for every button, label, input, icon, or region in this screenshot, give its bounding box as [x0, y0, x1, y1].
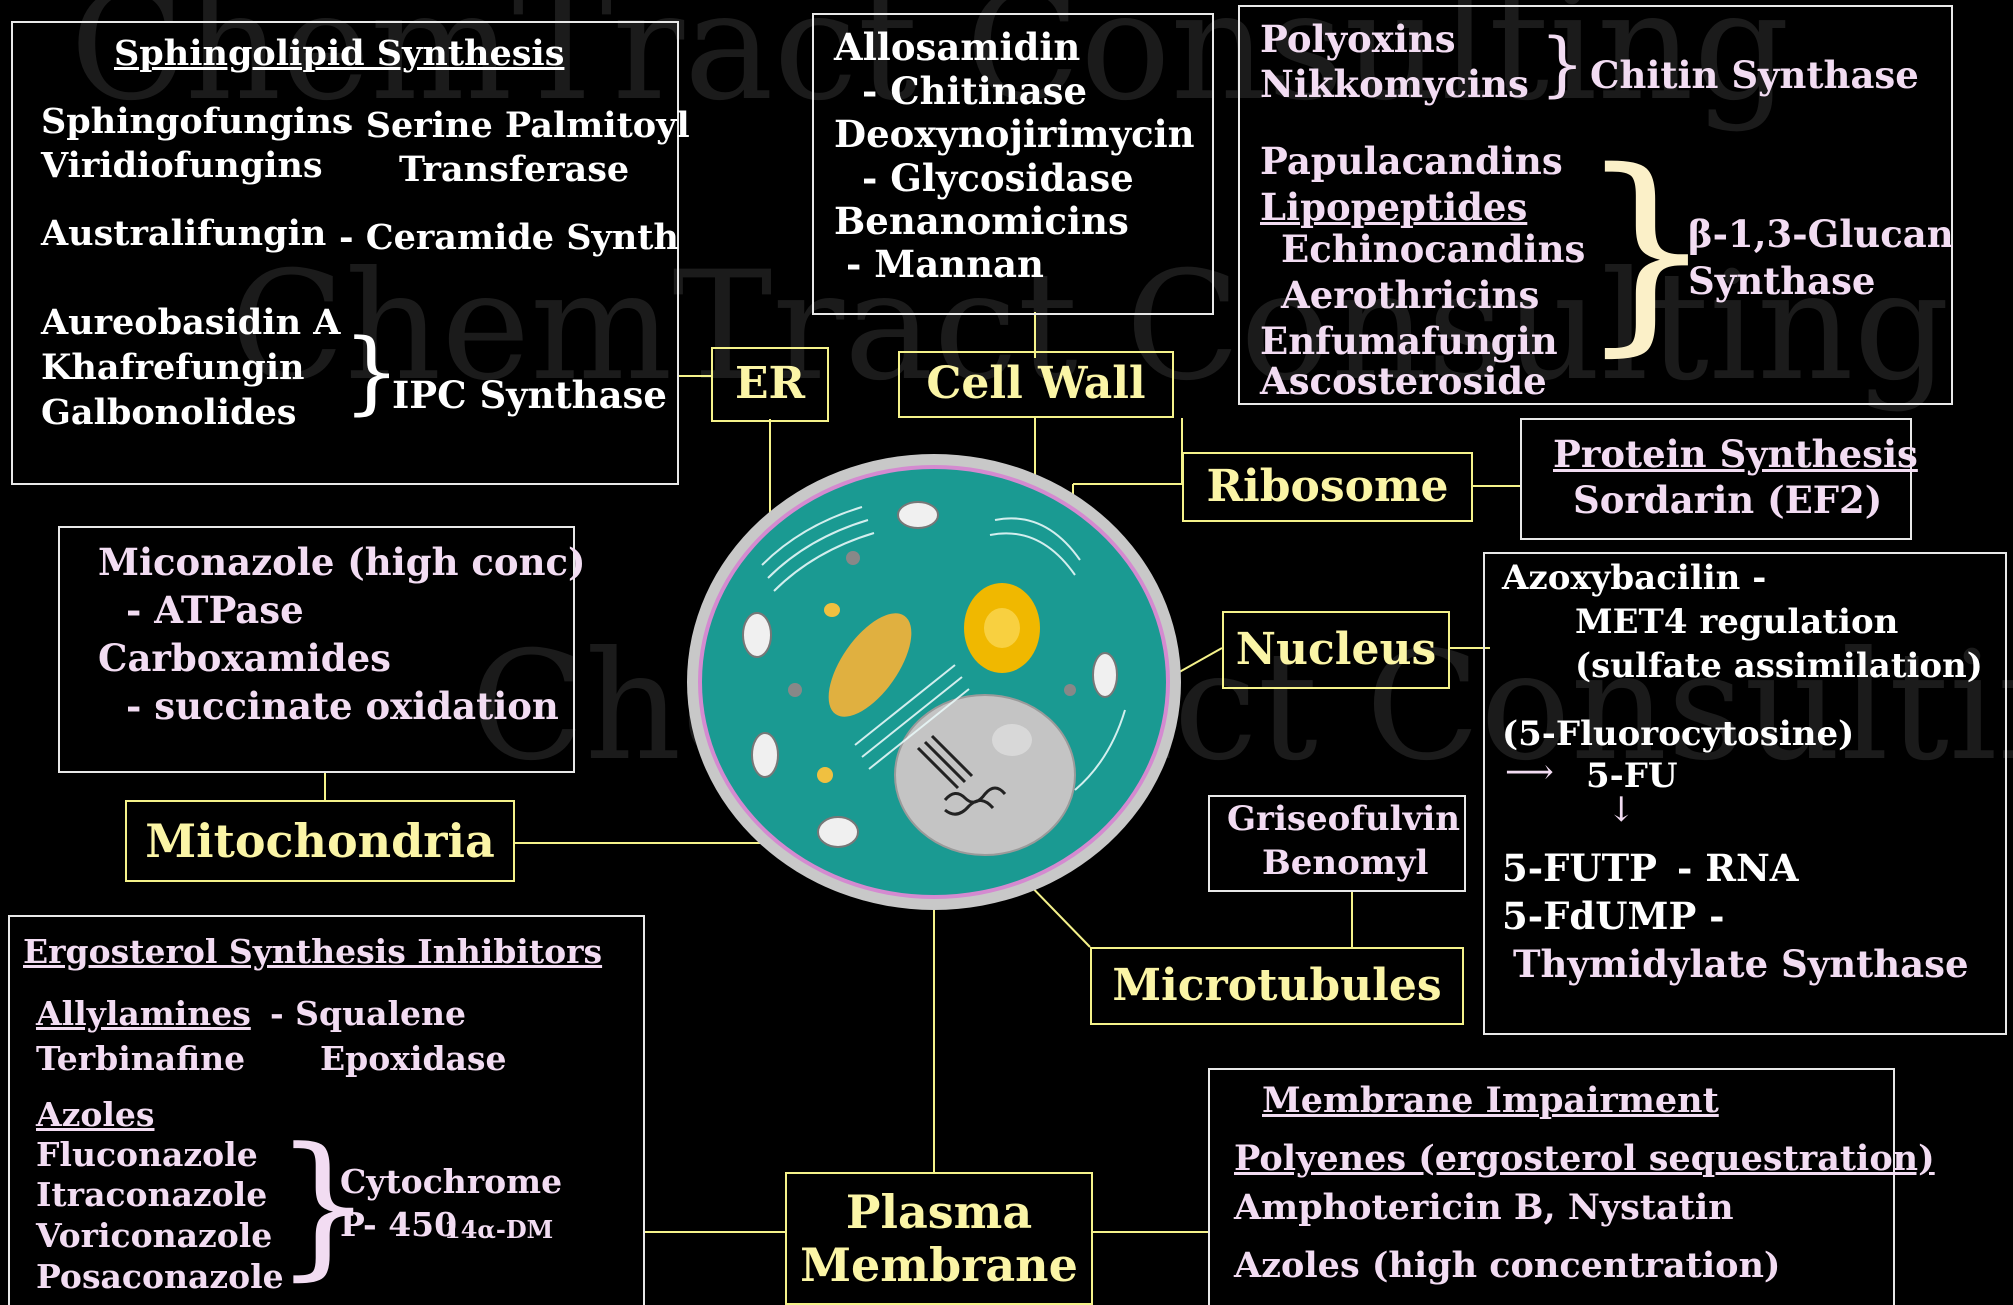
drug-name: Allosamidin	[834, 25, 1080, 69]
drug-name: Ascosteroside	[1260, 359, 1547, 403]
drug-name: Fluconazole	[36, 1135, 258, 1174]
target-label: Cytochrome	[340, 1162, 562, 1201]
target-label: (sulfate assimilation)	[1575, 646, 1983, 686]
drug-name: Viridiofungins	[41, 145, 323, 186]
sphingolipid-title: Sphingolipid Synthesis	[114, 33, 564, 74]
target-label: - Squalene	[270, 994, 466, 1033]
drug-name: Carboxamides	[98, 636, 391, 680]
nucleus-drugs-box: Azoxybacilin - MET4 regulation (sulfate …	[1483, 552, 2007, 1035]
plasma-membrane-line: Plasma	[846, 1186, 1032, 1239]
cellwall-label: Cell Wall	[898, 351, 1174, 418]
drug-name: Posaconazole	[36, 1257, 284, 1296]
drug-name: Papulacandins	[1260, 139, 1563, 183]
drug-name: Azoles (high concentration)	[1234, 1245, 1780, 1286]
drug-class: Azoles	[36, 1095, 154, 1134]
drug-name: Griseofulvin	[1227, 799, 1460, 839]
drug-name: Echinocandins	[1281, 227, 1585, 271]
target-label: - Ceramide Synth	[339, 217, 679, 258]
target-label: 14α-DM	[444, 1215, 553, 1244]
target-label: - RNA	[1677, 846, 1799, 890]
drug-name: Sordarin (EF2)	[1573, 478, 1882, 522]
target-label: - Serine Palmitoyl	[339, 105, 690, 146]
target-label: Thymidylate Synthase	[1513, 942, 1969, 986]
brace-icon: }	[1540, 29, 1585, 99]
drug-name: (5-Fluorocytosine)	[1502, 714, 1854, 754]
target-label: Epoxidase	[320, 1039, 506, 1078]
chitin-glucan-box: Polyoxins Nikkomycins } Chitin Synthase …	[1238, 5, 1953, 405]
drug-class: Allylamines	[36, 994, 251, 1033]
ribosome-label: Ribosome	[1182, 452, 1473, 522]
target-label: - Glycosidase	[862, 156, 1134, 200]
er-label: ER	[711, 347, 829, 422]
drug-name: Sphingofungins	[41, 101, 352, 142]
metabolite: 5-FUTP	[1502, 846, 1657, 890]
drug-name: Itraconazole	[36, 1175, 267, 1214]
microtubules-label: Microtubules	[1090, 947, 1464, 1025]
drug-name: Aureobasidin A	[41, 302, 340, 343]
microtubule-drugs-box: Griseofulvin Benomyl	[1208, 795, 1466, 892]
metabolite: 5-FdUMP -	[1502, 894, 1725, 938]
drug-name: Aerothricins	[1281, 273, 1539, 317]
cellwall-drugs-box: Allosamidin - Chitinase Deoxynojirimycin…	[812, 13, 1214, 315]
drug-name: Miconazole (high conc)	[98, 540, 586, 584]
target-label: Chitin Synthase	[1590, 53, 1919, 97]
protein-synthesis-box: Protein Synthesis Sordarin (EF2)	[1520, 418, 1912, 540]
target-label: P- 450	[340, 1205, 457, 1244]
membrane-impairment-box: Membrane Impairment Polyenes (ergosterol…	[1208, 1068, 1895, 1305]
drug-name: Enfumafungin	[1260, 319, 1558, 363]
target-label: IPC Synthase	[392, 373, 667, 417]
drug-name: Benomyl	[1262, 843, 1428, 883]
drug-name: Deoxynojirimycin	[834, 112, 1195, 156]
drug-name: Voriconazole	[36, 1216, 272, 1255]
target-label: - ATPase	[126, 588, 304, 632]
nucleus-label: Nucleus	[1222, 611, 1450, 689]
target-label: - Chitinase	[862, 69, 1087, 113]
drug-class: Lipopeptides	[1260, 185, 1527, 229]
plasma-membrane-label: Plasma Membrane	[785, 1172, 1093, 1305]
mitochondria-label: Mitochondria	[125, 800, 515, 882]
drug-name: Azoxybacilin -	[1502, 558, 1766, 598]
drug-name: Terbinafine	[36, 1039, 245, 1078]
target-label: β-1,3-Glucan	[1688, 212, 1954, 256]
target-label: Synthase	[1688, 259, 1875, 303]
membrane-title: Membrane Impairment	[1262, 1080, 1719, 1121]
arrow-down-icon: ↓	[1607, 790, 1636, 830]
drug-class: Polyenes (ergosterol sequestration)	[1234, 1138, 1935, 1179]
drug-name: Australifungin	[41, 213, 326, 254]
drug-name: Polyoxins	[1260, 17, 1456, 61]
drug-name: Nikkomycins	[1260, 62, 1529, 106]
plasma-membrane-line: Membrane	[800, 1239, 1078, 1292]
ergosterol-title: Ergosterol Synthesis Inhibitors	[23, 932, 602, 971]
protein-synthesis-title: Protein Synthesis	[1553, 432, 1918, 476]
target-label: - succinate oxidation	[126, 684, 559, 728]
ergosterol-box: Ergosterol Synthesis Inhibitors Allylami…	[8, 915, 645, 1305]
drug-name: Khafrefungin	[41, 347, 304, 388]
target-label: Transferase	[399, 149, 629, 190]
arrow-right-icon: ⟶	[1505, 752, 1554, 792]
drug-name: Galbonolides	[41, 392, 297, 433]
target-label: - Mannan	[846, 242, 1044, 286]
drug-name: Benanomicins	[834, 199, 1129, 243]
target-label: MET4 regulation	[1575, 602, 1898, 642]
drug-name: Amphotericin B, Nystatin	[1234, 1187, 1734, 1228]
mitochondria-drugs-box: Miconazole (high conc) - ATPase Carboxam…	[58, 526, 575, 773]
sphingolipid-box: Sphingolipid Synthesis Sphingofungins Vi…	[11, 21, 679, 485]
